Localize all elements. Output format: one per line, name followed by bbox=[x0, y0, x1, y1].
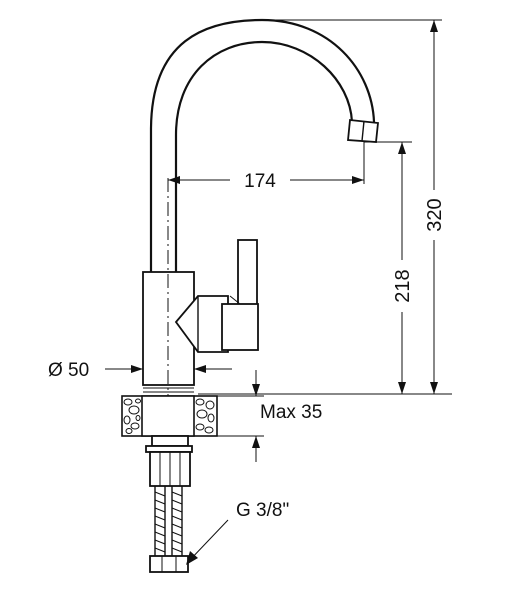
deck-thickness-label: Max 35 bbox=[260, 402, 322, 423]
spout-height-label: 218 bbox=[392, 269, 414, 302]
supply-hoses bbox=[149, 451, 191, 573]
countertop-section bbox=[121, 395, 218, 453]
dimension-reach: 174 bbox=[168, 142, 365, 192]
connection-callout: G 3/8" bbox=[186, 500, 289, 565]
reach-label: 174 bbox=[244, 171, 276, 192]
dimension-diameter: Ø 50 bbox=[48, 360, 232, 381]
dimension-total-height: 320 bbox=[198, 19, 452, 395]
total-height-label: 320 bbox=[424, 198, 446, 231]
diameter-label: Ø 50 bbox=[48, 360, 89, 381]
lever-handle bbox=[174, 239, 259, 353]
dimension-deck-thickness: Max 35 bbox=[217, 370, 322, 462]
connection-label: G 3/8" bbox=[236, 500, 289, 521]
spout bbox=[149, 18, 379, 272]
dimension-spout-height: 218 bbox=[364, 141, 414, 394]
